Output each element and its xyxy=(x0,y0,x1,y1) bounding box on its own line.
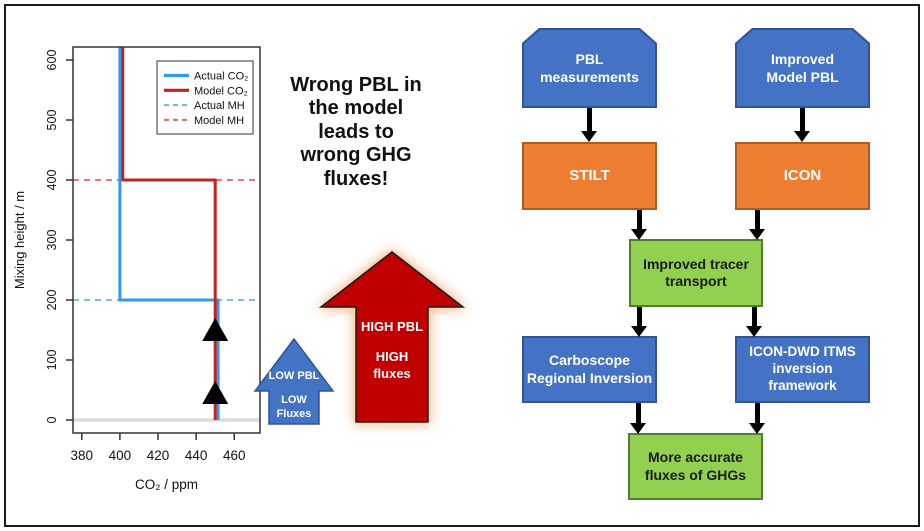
node-label-carboscope: Carboscope Regional Inversion xyxy=(526,352,653,386)
legend-label: Model CO₂ xyxy=(194,85,248,97)
flowchart-node-improved-model-pbl: Improved Model PBL xyxy=(735,28,870,108)
node-label-improved-tracer-transport: Improved tracer transport xyxy=(643,255,749,290)
node-label-icon-dwd-itms: ICON-DWD ITMS inversion framework xyxy=(749,344,856,393)
low-flux-arrow: LOW PBL LOW Fluxes xyxy=(253,337,335,425)
down-arrow-tracer-to-carboscope xyxy=(631,307,647,337)
x-tick-label: 460 xyxy=(223,448,246,463)
down-arrow-icondwd-to-fluxes xyxy=(749,403,765,434)
y-tick-label: 0 xyxy=(45,416,59,423)
down-arrow-stilt-to-tracer xyxy=(631,210,647,240)
node-label-more-accurate-fluxes: More accurate fluxes of GHGs xyxy=(644,449,747,483)
down-arrow-carboscope-to-fluxes xyxy=(630,403,646,434)
high-arrow-line3: fluxes xyxy=(373,366,411,381)
y-tick-label: 200 xyxy=(45,290,59,311)
flux-marker-1 xyxy=(202,317,229,341)
legend-box xyxy=(156,60,254,135)
flowchart-node-more-accurate-fluxes: More accurate fluxes of GHGs xyxy=(628,433,763,500)
y-tick-label: 400 xyxy=(45,170,59,191)
legend-label: Actual CO₂ xyxy=(194,71,248,83)
high-arrow-line2: HIGH xyxy=(376,349,409,364)
y-tick-label: 100 xyxy=(45,350,59,371)
high-arrow-line1: HIGH PBL xyxy=(361,319,423,334)
plot-legend: Actual CO₂ Model CO₂ Actual MH Model MH xyxy=(156,60,254,135)
low-arrow-line1: LOW PBL xyxy=(269,370,320,382)
legend-label: Model MH xyxy=(194,115,244,127)
node-label-improved-model-pbl: Improved Model PBL xyxy=(737,30,868,106)
low-arrow-line3: Fluxes xyxy=(277,408,312,420)
y-tick-label: 600 xyxy=(45,50,59,71)
down-arrow-improvedpbl-to-icon xyxy=(794,108,810,142)
flowchart-node-carboscope: Carboscope Regional Inversion xyxy=(522,336,657,403)
series-actual-co₂ xyxy=(118,47,220,420)
flux-arrows: LOW PBL LOW Fluxes HIGH PBL HIGH fluxes xyxy=(253,251,466,425)
annotation-heading: Wrong PBL in the model leads to wrong GH… xyxy=(290,74,422,190)
x-tick-label: 420 xyxy=(147,448,170,463)
x-tick-label: 440 xyxy=(185,448,208,463)
high-arrow-shape xyxy=(318,251,466,423)
down-arrow-icon-to-tracer xyxy=(749,210,765,240)
outer-frame xyxy=(4,4,920,527)
flowchart-node-icon-dwd-itms: ICON-DWD ITMS inversion framework xyxy=(735,336,870,403)
node-label-pbl-measurements: PBL measurements xyxy=(524,30,655,106)
flowchart-node-improved-tracer-transport: Improved tracer transport xyxy=(629,239,763,307)
series-model-co₂ xyxy=(121,47,217,420)
node-label-icon: ICON xyxy=(783,166,822,184)
low-arrow-line2: LOW xyxy=(281,394,307,406)
flowchart-node-pbl-measurements: PBL measurements xyxy=(522,28,657,108)
flowchart-node-stilt: STILT xyxy=(522,142,657,210)
high-flux-arrow: HIGH PBL HIGH fluxes xyxy=(318,251,466,423)
x-axis-title: CO₂ / ppm xyxy=(135,477,198,492)
low-arrow-shape xyxy=(253,337,335,425)
x-tick-label: 380 xyxy=(71,448,94,463)
node-label-stilt: STILT xyxy=(569,166,610,184)
x-tick-label: 400 xyxy=(109,448,132,463)
legend-label: Actual MH xyxy=(194,100,245,112)
y-tick-label: 500 xyxy=(45,110,59,131)
flux-marker-2 xyxy=(202,380,229,404)
y-axis-title: Mixing height / m xyxy=(12,191,27,289)
down-arrow-pblmeas-to-stilt xyxy=(581,108,597,142)
flowchart-node-icon: ICON xyxy=(735,142,870,210)
y-tick-label: 300 xyxy=(45,230,59,251)
down-arrow-tracer-to-icondwd xyxy=(746,307,762,337)
